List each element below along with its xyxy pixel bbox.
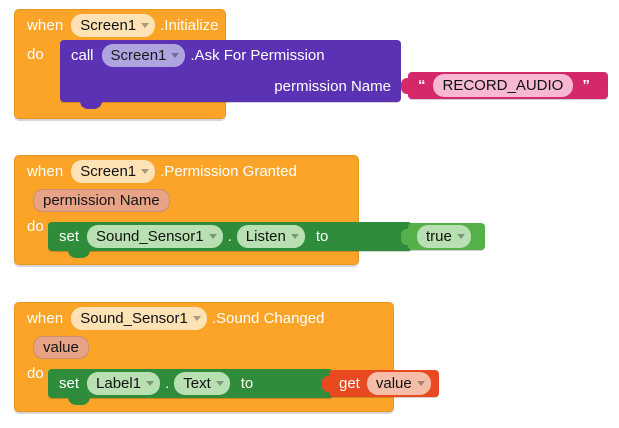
call-keyword: call — [71, 47, 94, 64]
set-keyword: set — [59, 228, 80, 245]
do-keyword: do — [27, 218, 44, 235]
setter-property-label: Listen — [245, 227, 286, 245]
do-row: do — [15, 41, 225, 76]
value-plug — [322, 375, 330, 392]
setter-property-label: Text — [183, 374, 211, 392]
logic-dropdown-true[interactable]: true — [417, 225, 471, 248]
component-dropdown-sound-sensor1[interactable]: Sound_Sensor1 — [71, 307, 207, 330]
setter-component-label: Sound_Sensor1 — [96, 227, 204, 245]
variable-get-block-value[interactable]: get value — [322, 370, 439, 397]
method-name-label: .Ask For Permission — [190, 47, 325, 64]
chevron-down-icon — [290, 234, 299, 239]
logic-block-true[interactable]: true — [401, 223, 485, 250]
setter-label1-text[interactable]: set Label1 . Text to — [48, 369, 333, 405]
method-call-ask-for-permission[interactable]: call Screen1 .Ask For Permission permiss… — [60, 40, 401, 109]
do-keyword: do — [27, 46, 44, 63]
setter-component-dropdown-label1[interactable]: Label1 — [87, 372, 161, 395]
chevron-down-icon — [215, 381, 224, 386]
text-block-record-audio[interactable]: “ RECORD_AUDIO ” — [401, 72, 608, 99]
text-value-label: RECORD_AUDIO — [442, 76, 564, 94]
event-parameter-label: value — [43, 338, 79, 356]
logic-value-label: true — [426, 227, 452, 245]
method-call-row-2: permission Name — [60, 71, 401, 101]
argument-label-permission-name: permission Name — [274, 77, 391, 95]
component-dropdown-label: Screen1 — [80, 16, 137, 34]
setter-property-dropdown-listen[interactable]: Listen — [236, 225, 305, 248]
variable-name-label: value — [375, 374, 412, 392]
event-header-row: when Sound_Sensor1 .Sound Changed — [15, 303, 393, 334]
chevron-down-icon — [141, 169, 150, 174]
event-parameter-label: permission Name — [43, 191, 160, 209]
chevron-down-icon — [192, 316, 201, 321]
setter-property-dropdown-text[interactable]: Text — [174, 372, 230, 395]
event-parameter-value[interactable]: value — [33, 335, 89, 359]
text-value-field[interactable]: RECORD_AUDIO — [432, 74, 574, 97]
do-keyword: do — [27, 365, 44, 382]
event-param-row: permission Name — [15, 187, 358, 213]
block-notch — [68, 250, 90, 258]
value-plug — [401, 228, 409, 245]
event-parameter-permission-name[interactable]: permission Name — [33, 188, 170, 212]
when-keyword: when — [27, 310, 64, 327]
event-name-label: .Sound Changed — [211, 310, 325, 327]
separator-dot: . — [227, 228, 232, 245]
to-keyword: to — [315, 228, 329, 245]
chevron-down-icon — [208, 234, 217, 239]
block-notch — [68, 397, 90, 405]
chevron-down-icon — [141, 23, 150, 28]
event-name-label: .Initialize — [160, 17, 219, 34]
do-row: do — [15, 360, 393, 395]
method-component-dropdown-screen1[interactable]: Screen1 — [101, 44, 186, 67]
chevron-down-icon — [171, 53, 180, 58]
component-dropdown-screen1[interactable]: Screen1 — [71, 14, 156, 37]
value-plug — [401, 77, 409, 94]
setter-component-label: Label1 — [96, 374, 142, 392]
chevron-down-icon — [416, 381, 425, 386]
to-keyword: to — [240, 375, 254, 392]
component-dropdown-label: Screen1 — [80, 162, 137, 180]
component-dropdown-label: Sound_Sensor1 — [80, 309, 188, 327]
chevron-down-icon — [456, 234, 465, 239]
block-notch — [80, 101, 102, 109]
setter-component-dropdown-sound-sensor1[interactable]: Sound_Sensor1 — [87, 225, 223, 248]
event-header-row: when Screen1 .Initialize — [15, 10, 225, 41]
event-name-label: .Permission Granted — [160, 163, 297, 180]
set-keyword: set — [59, 375, 80, 392]
setter-sound-sensor1-listen[interactable]: set Sound_Sensor1 . Listen to — [48, 222, 412, 258]
chevron-down-icon — [146, 381, 155, 386]
open-quote-icon: “ — [418, 76, 426, 94]
when-keyword: when — [27, 163, 64, 180]
close-quote-icon: ” — [582, 76, 590, 94]
variable-dropdown-value[interactable]: value — [366, 372, 431, 395]
event-header-row: when Screen1 .Permission Granted — [15, 156, 358, 187]
separator-dot: . — [165, 375, 170, 392]
component-dropdown-screen1[interactable]: Screen1 — [71, 160, 156, 183]
get-keyword: get — [339, 375, 360, 392]
method-component-label: Screen1 — [110, 46, 167, 64]
method-call-row-1: call Screen1 .Ask For Permission — [60, 40, 401, 71]
event-param-row: value — [15, 334, 393, 360]
do-row: do — [15, 213, 358, 248]
when-keyword: when — [27, 17, 64, 34]
